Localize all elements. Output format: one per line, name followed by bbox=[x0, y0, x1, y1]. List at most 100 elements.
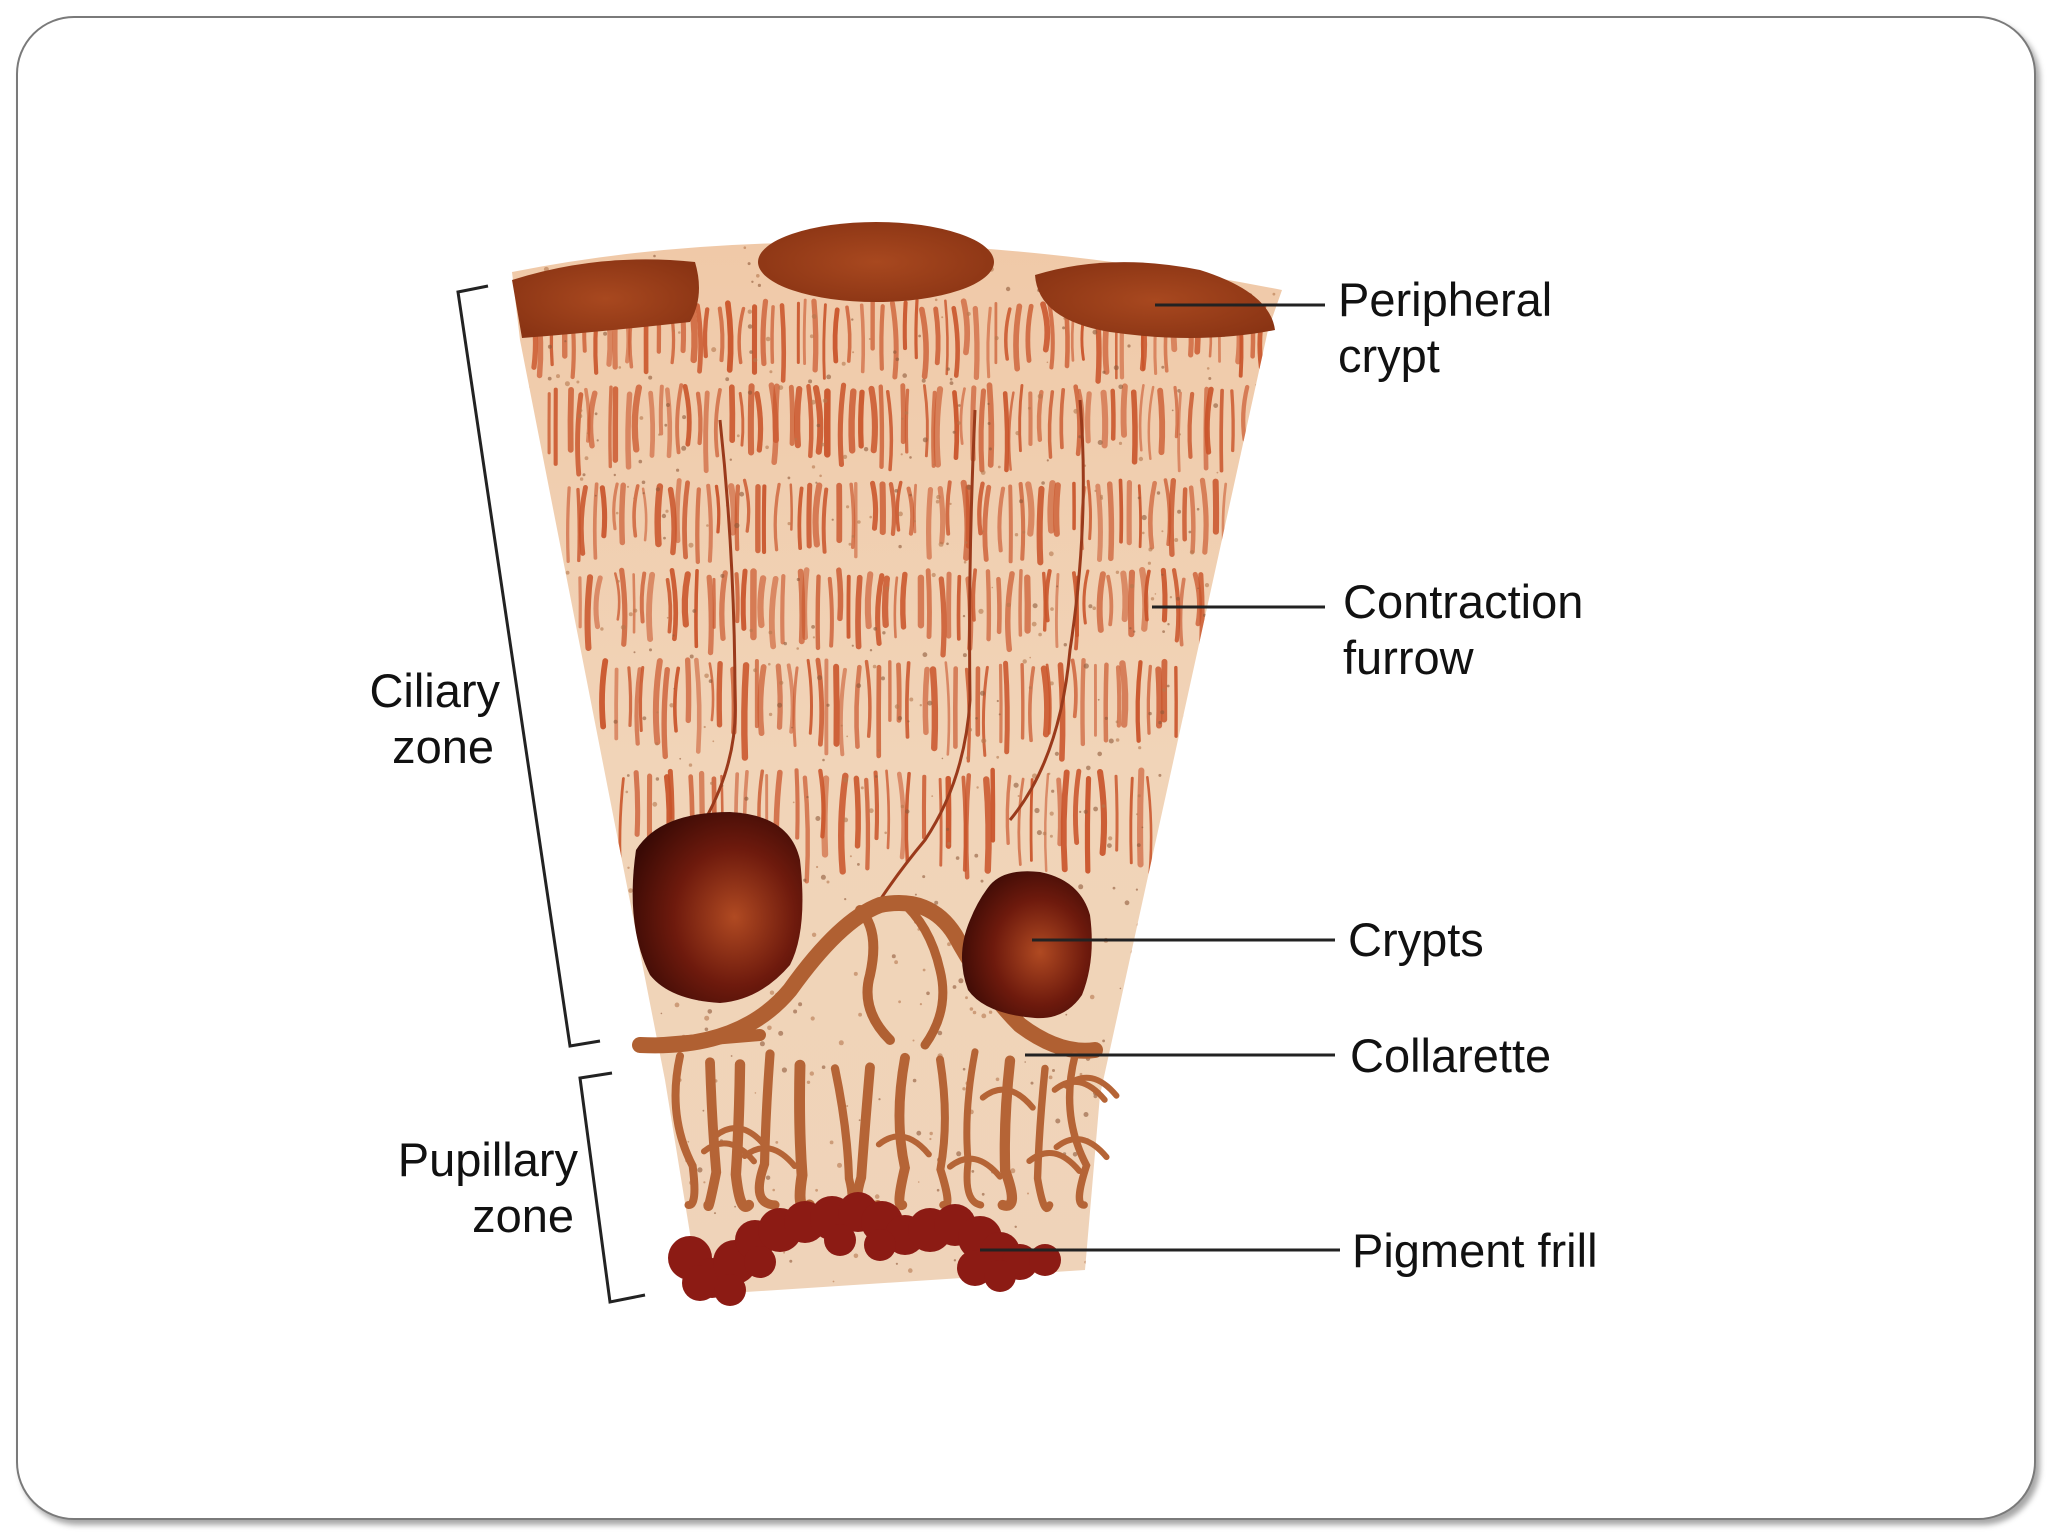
speckle bbox=[1229, 921, 1232, 924]
speckle bbox=[806, 795, 809, 799]
speckle bbox=[1010, 1168, 1016, 1174]
fiber-stroke bbox=[612, 482, 619, 531]
fiber-stroke bbox=[864, 571, 874, 630]
speckle bbox=[586, 1219, 589, 1222]
fiber-stroke bbox=[960, 298, 971, 356]
speckle bbox=[901, 417, 904, 420]
speckle bbox=[618, 991, 622, 995]
fiber-stroke bbox=[708, 662, 715, 722]
fiber-stroke bbox=[1173, 385, 1179, 439]
speckle bbox=[765, 445, 769, 450]
fiber-stroke bbox=[567, 386, 574, 453]
speckle bbox=[1250, 578, 1254, 581]
speckle bbox=[914, 893, 917, 896]
speckle bbox=[660, 1012, 663, 1015]
speckle bbox=[947, 942, 951, 947]
speckle bbox=[952, 985, 957, 989]
speckle bbox=[1099, 494, 1103, 498]
radial-fibers bbox=[528, 297, 1267, 884]
speckle bbox=[831, 518, 834, 521]
speckle bbox=[1272, 292, 1276, 296]
fiber-stroke bbox=[868, 385, 878, 454]
speckle bbox=[1254, 1201, 1258, 1205]
label-contraction-furrow: Contraction furrow bbox=[1343, 574, 1583, 686]
speckle bbox=[600, 1203, 604, 1207]
speckle bbox=[949, 378, 953, 381]
fiber-stroke bbox=[1188, 485, 1196, 554]
speckle bbox=[1265, 923, 1269, 927]
speckle bbox=[1199, 1112, 1205, 1118]
speckle bbox=[815, 481, 818, 484]
speckle bbox=[602, 998, 607, 1003]
speckle bbox=[1134, 1145, 1139, 1149]
speckle bbox=[1177, 509, 1182, 514]
speckle bbox=[958, 978, 964, 984]
speckle bbox=[1150, 597, 1155, 601]
speckle bbox=[624, 1273, 630, 1279]
speckle bbox=[552, 993, 557, 998]
fiber-stroke bbox=[1013, 303, 1023, 372]
fiber-stroke bbox=[1070, 658, 1078, 719]
speckle bbox=[1147, 1098, 1150, 1101]
speckle bbox=[516, 528, 519, 532]
speckle bbox=[1249, 427, 1255, 432]
speckle bbox=[1108, 738, 1114, 744]
speckle bbox=[1256, 1114, 1261, 1118]
speckle bbox=[777, 702, 783, 708]
speckle bbox=[751, 280, 754, 283]
speckle bbox=[601, 1158, 605, 1162]
speckle bbox=[1203, 613, 1207, 617]
speckle bbox=[599, 903, 602, 907]
speckle bbox=[1088, 604, 1093, 609]
fiber-stroke bbox=[838, 667, 847, 757]
speckle bbox=[576, 380, 580, 384]
speckle bbox=[666, 616, 669, 619]
speckle bbox=[1183, 714, 1188, 719]
speckle bbox=[513, 603, 519, 608]
speckle bbox=[1037, 393, 1043, 399]
fiber-stroke bbox=[1059, 388, 1066, 450]
speckle bbox=[578, 242, 581, 245]
pupillary-strand bbox=[936, 1055, 952, 1210]
speckle bbox=[1252, 927, 1256, 932]
speckle bbox=[1197, 973, 1202, 978]
fiber-stroke bbox=[625, 391, 633, 470]
fiber-stroke bbox=[822, 303, 827, 380]
speckle bbox=[1104, 716, 1108, 721]
speckle bbox=[965, 996, 968, 1000]
speckle bbox=[613, 473, 616, 477]
fiber-stroke bbox=[815, 574, 821, 651]
speckle bbox=[657, 1260, 662, 1264]
speckle bbox=[504, 1014, 509, 1019]
speckle bbox=[526, 890, 529, 894]
speckle bbox=[628, 888, 633, 893]
fiber-stroke bbox=[1036, 389, 1044, 442]
pupillary-branch bbox=[700, 1140, 757, 1165]
speckle bbox=[626, 774, 630, 777]
fiber-stroke bbox=[938, 777, 943, 867]
fiber-stroke bbox=[998, 663, 1003, 744]
speckle bbox=[796, 647, 799, 650]
fiber-stroke bbox=[1187, 391, 1195, 459]
fiber-stroke bbox=[706, 574, 714, 656]
fiber-stroke bbox=[1056, 777, 1063, 847]
speckle bbox=[851, 318, 854, 321]
speckle bbox=[515, 242, 521, 246]
fiber-stroke bbox=[713, 388, 722, 458]
speckle bbox=[547, 344, 552, 349]
fiber-stroke bbox=[1003, 660, 1010, 755]
speckle bbox=[1086, 765, 1091, 771]
speckle bbox=[674, 1287, 679, 1293]
fiber-stroke bbox=[945, 480, 952, 536]
fiber-stroke bbox=[619, 567, 628, 647]
speckle bbox=[891, 954, 896, 959]
speckle bbox=[652, 801, 658, 807]
speckle bbox=[1216, 471, 1219, 474]
speckle bbox=[806, 1080, 811, 1085]
speckle bbox=[1084, 1260, 1088, 1264]
fiber-stroke bbox=[1086, 479, 1092, 541]
speckle bbox=[1101, 804, 1106, 808]
speckle bbox=[856, 683, 862, 689]
speckle bbox=[872, 664, 877, 669]
